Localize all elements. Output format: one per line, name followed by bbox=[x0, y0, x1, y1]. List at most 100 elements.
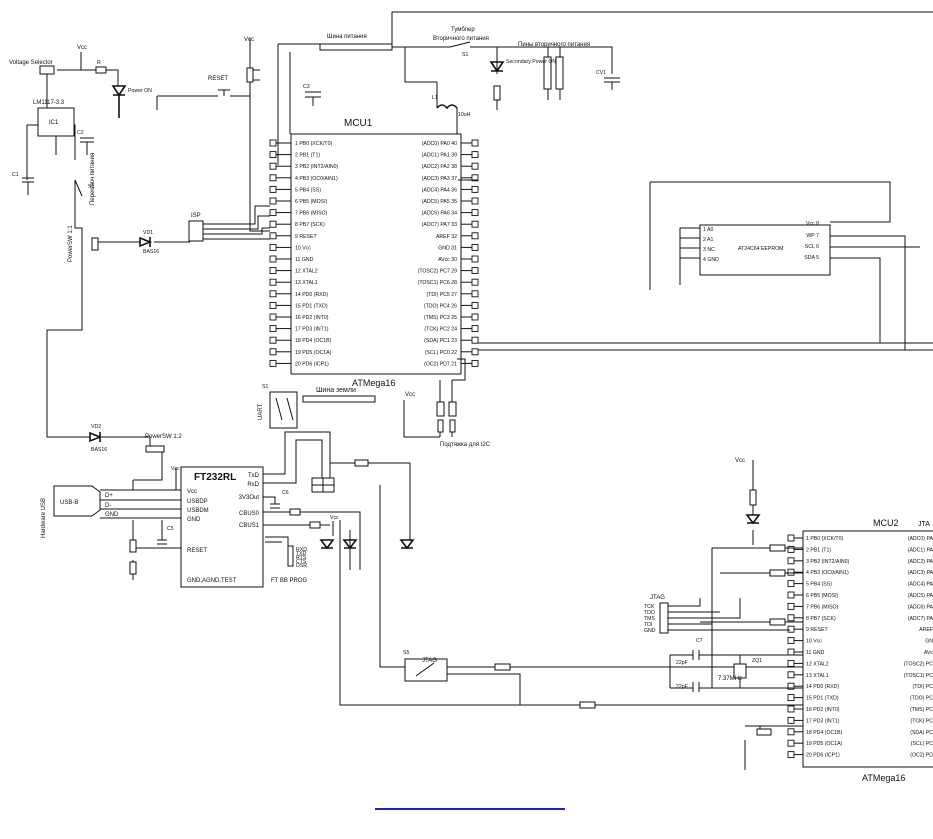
jtag-pin-tms: TMS bbox=[644, 616, 655, 622]
cap-c3 bbox=[305, 91, 321, 106]
ft232-name: FT232RL bbox=[194, 472, 236, 483]
mcu2-right-pin-label-10: GN bbox=[925, 639, 933, 645]
ft232-pin-ground: GND,AGND,TEST bbox=[187, 578, 237, 584]
ft232-bb-pin-2: TXD bbox=[296, 551, 307, 557]
eeprom-pin-8: Vcc 8 bbox=[806, 221, 819, 227]
vcc-label-3: Vcc bbox=[405, 392, 415, 398]
mcu1-right-pin-label-3: (ADC2) PA2 38 bbox=[422, 164, 457, 170]
mcu1-left-pin-label-20: 20 PD6 (ICP1) bbox=[295, 361, 329, 367]
mcu2-left-pin-pad-17 bbox=[787, 716, 795, 724]
s1-label: S1 bbox=[88, 184, 94, 190]
vcc-label-1: Vcc bbox=[77, 45, 87, 51]
resistor-jtag-1 bbox=[494, 663, 511, 671]
mcu1-left-pin-label-13: 13 XTAL1 bbox=[295, 280, 318, 286]
mcu1-left-pin-pad-5 bbox=[269, 185, 277, 193]
mcu1-right-pin-label-16: (TMS) PC3 25 bbox=[424, 315, 457, 321]
mcu2-left-pin-pad-7 bbox=[787, 602, 795, 610]
mcu1-right-pin-label-8: (ADC7) PA7 33 bbox=[422, 222, 457, 228]
isp-wires bbox=[203, 205, 270, 240]
usb-section: Hardware USB USB-B D+ D- GND Vcc C5 bbox=[41, 452, 181, 580]
eeprom-pin-2: 2 A1 bbox=[703, 237, 713, 243]
mcu1-right-pin-pad-14 bbox=[471, 290, 479, 298]
mcu2-left-pin-label-20: 20 PD6 (ICP1) bbox=[806, 753, 840, 759]
secondary-led bbox=[489, 61, 505, 73]
mcu1-right-pins: (ADC0) PA0 40(ADC1) PA1 39(ADC2) PA2 38(… bbox=[418, 139, 479, 367]
eeprom-body bbox=[699, 224, 831, 276]
led-mcu2 bbox=[745, 514, 761, 525]
uart-label: UART bbox=[258, 403, 264, 420]
mcu2-left-pin-pad-15 bbox=[787, 694, 795, 702]
mcu2-left-pin-label-12: 12 XTAL2 bbox=[806, 661, 829, 667]
resistor-i2c-1 bbox=[436, 401, 445, 417]
c6-label: C6 bbox=[282, 490, 289, 496]
inductor-l1 bbox=[436, 104, 458, 110]
s2-label: S1 bbox=[262, 384, 268, 390]
mcu1-right-pin-label-2: (ADC1) PA1 39 bbox=[422, 153, 457, 159]
voltage-selector-label: Voltage Selector bbox=[9, 60, 53, 66]
secondary-led-label: Secondary Power ON bbox=[506, 59, 556, 65]
reset-button bbox=[156, 89, 250, 110]
mcu1-right-pin-label-6: (ADC5) PA5 35 bbox=[422, 199, 457, 205]
mcu2-left-pin-label-8: 8 PB7 (SCK) bbox=[806, 616, 836, 622]
mcu2-left-pin-label-15: 15 PD1 (TXD) bbox=[806, 696, 839, 702]
mcu1-right-pin-label-20: (OC2) PD7 21 bbox=[424, 361, 457, 367]
cv1-cap bbox=[496, 77, 620, 110]
mcu2-left-pin-label-9: 9 RESET bbox=[806, 627, 828, 633]
vcc-label-2: Vcc bbox=[244, 37, 254, 43]
jtag-pin-gnd: GND bbox=[644, 628, 656, 634]
mcu2-right-pin-label-5: (ADC4) PA bbox=[908, 582, 933, 588]
reset-label: RESET bbox=[208, 76, 228, 82]
mcu1-left-pins: 1 PB0 (XCK/T0)2 PB1 (T1)3 PB2 (INT2/AIN0… bbox=[269, 139, 339, 367]
mcu2-left-pin-label-10: 10 Vcc bbox=[806, 639, 822, 645]
uart-switch-contacts bbox=[275, 397, 294, 421]
mcu1-left-pin-pad-6 bbox=[269, 197, 277, 205]
mcu2-left-pin-pad-13 bbox=[787, 671, 795, 679]
mcu2-left-pin-pad-9 bbox=[787, 625, 795, 633]
ft232-pin-txd: TxD bbox=[248, 473, 260, 479]
power-bus-header bbox=[319, 43, 393, 51]
mcu1-right-pin-label-11: AVcc 30 bbox=[438, 257, 457, 263]
mcu1-left-pin-pad-20 bbox=[269, 359, 277, 367]
secondary-wires bbox=[449, 41, 613, 100]
resistor-r1 bbox=[95, 66, 107, 74]
mcu2-left-pin-label-18: 18 PD4 (OC1B) bbox=[806, 730, 843, 736]
ft232-pin-cbus0: CBUS0 bbox=[239, 511, 260, 517]
cap-c1 bbox=[22, 177, 34, 195]
mcu2-right-pin-label-14: (TDI) PC bbox=[913, 684, 933, 690]
jtag-section: S5 JTAG JTAG TCK TDO TMS TDI GND C7 22pF… bbox=[339, 458, 803, 770]
ft232-pin-vcc: Vcc bbox=[187, 489, 197, 495]
mcu1: MCU1 ATMega16 1 PB0 (XCK/T0)2 PB1 (T1)3 … bbox=[269, 118, 479, 388]
mcu2-left-pin-label-2: 2 PB1 (T1) bbox=[806, 547, 831, 553]
ft232-pin-cbus1: CBUS1 bbox=[239, 523, 260, 529]
vcc-label-5: Vcc bbox=[330, 515, 339, 521]
ft232-body bbox=[180, 466, 264, 588]
vd1-label: VD1 bbox=[143, 230, 153, 236]
mcu2: MCU2 JTA ATMega16 1 PB0 (XCK/T0)2 PB1 (T… bbox=[787, 518, 933, 783]
mcu1-left-pin-pad-10 bbox=[269, 243, 277, 251]
resistor-usb-1 bbox=[129, 539, 137, 553]
mcu1-right-pin-pad-8 bbox=[471, 220, 479, 228]
bottom-link-bar[interactable] bbox=[375, 808, 565, 810]
mcu1-right-pin-pad-9 bbox=[471, 232, 479, 240]
s4-label: S1 bbox=[462, 52, 468, 58]
ft232-bb-wires bbox=[265, 536, 289, 548]
mcu2-left-pin-pad-16 bbox=[787, 705, 795, 713]
resistor-mcu2-1 bbox=[769, 544, 786, 552]
mcu2-right-pin-label-2: (ADC1) PA bbox=[908, 547, 933, 553]
jtag-pin-tck: TCK bbox=[644, 604, 655, 610]
resistor-mcu2-2 bbox=[769, 569, 786, 577]
mcu2-left-pin-label-4: 4 PB3 (OC0/AIN1) bbox=[806, 570, 849, 576]
mcu1-left-pin-label-16: 16 PD2 (INT0) bbox=[295, 315, 329, 321]
mcu2-left-pin-label-14: 14 PD0 (RXD) bbox=[806, 684, 839, 690]
mcu2-left-pin-label-16: 16 PD2 (INT0) bbox=[806, 707, 840, 713]
l1-value: 10uH bbox=[458, 112, 471, 118]
mcu2-right-pin-label-20: (OC2) PD bbox=[910, 753, 933, 759]
power-on-label: Power ON bbox=[128, 88, 152, 94]
ft232-bb-pin-3: RTS bbox=[296, 555, 307, 561]
eeprom-pin-7: WP 7 bbox=[806, 233, 819, 239]
mcu1-left-pin-label-14: 14 PD0 (RXD) bbox=[295, 292, 328, 298]
mcu1-right-pin-label-4: (ADC3) PA3 37 bbox=[422, 176, 457, 182]
mcu1-left-pin-label-11: 11 GND bbox=[295, 257, 314, 263]
mcu1-right-pin-pad-10 bbox=[471, 243, 479, 251]
c5-label: C5 bbox=[167, 526, 174, 532]
